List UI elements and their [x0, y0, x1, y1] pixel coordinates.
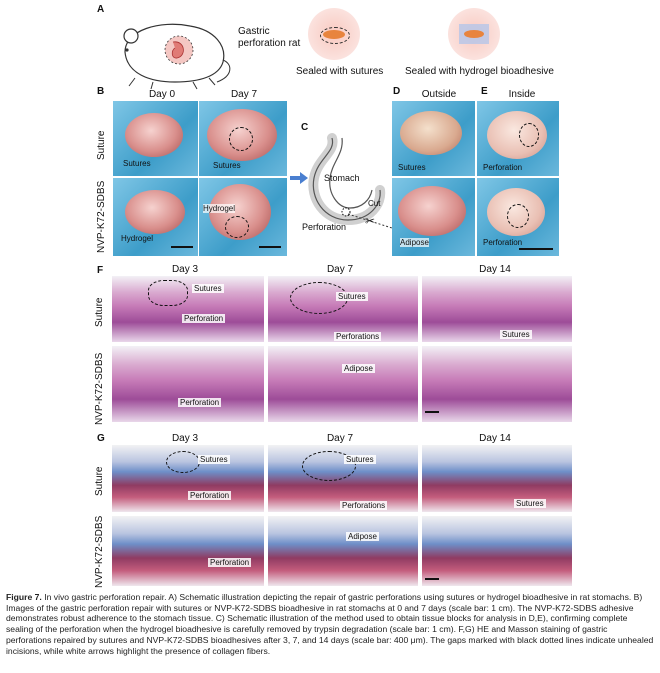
- panel-b-row-hydrogel: NVP-K72-SDBS: [96, 180, 107, 253]
- tag-f6: Perforation: [178, 398, 222, 407]
- histology-f-suture-day14: Sutures: [422, 276, 572, 342]
- tag-b3: Hydrogel: [121, 234, 154, 243]
- panel-b-row-suture: Suture: [96, 130, 107, 160]
- photo-b-hydrogel-day7: Hydrogel: [199, 178, 287, 256]
- tag-b1: Sutures: [123, 159, 151, 168]
- photo-b-suture-day7: Sutures: [199, 101, 287, 176]
- panel-g-day14: Day 14: [479, 433, 511, 444]
- panel-g-day3: Day 3: [171, 433, 199, 444]
- histology-f-suture-day3: Sutures Perforation: [112, 276, 264, 342]
- tag-f3: Sutures: [336, 292, 368, 301]
- sutures-schematic-label: Sealed with sutures: [296, 66, 384, 77]
- histology-g-hydrogel-day3: Perforation: [112, 516, 264, 586]
- panel-g-letter: G: [97, 433, 105, 444]
- scissors-icon: ✂: [365, 214, 376, 228]
- panel-g-row-suture: Suture: [94, 466, 105, 496]
- panel-b-letter: B: [97, 86, 105, 97]
- tag-f1: Sutures: [192, 284, 224, 293]
- panel-c-perforation: Perforation: [302, 222, 347, 232]
- tag-f4: Perforations: [334, 332, 382, 341]
- panel-f-day3: Day 3: [171, 264, 199, 275]
- caption-text: In vivo gastric perforation repair. A) S…: [6, 592, 654, 656]
- histology-g-hydrogel-day7: Adipose: [268, 516, 418, 586]
- tag-g7: Adipose: [346, 532, 379, 541]
- rat-label: Gastric perforation rat: [238, 26, 301, 49]
- panel-g-row-hydrogel: NVP-K72-SDBS: [94, 515, 105, 588]
- rat-illustration: [105, 12, 235, 90]
- tag-d2: Adipose: [400, 238, 429, 247]
- panel-f-day14: Day 14: [479, 264, 511, 275]
- panel-b-day0: Day 0: [148, 89, 176, 100]
- histology-g-suture-day7: Sutures Perforations: [268, 445, 418, 512]
- tag-f5: Sutures: [500, 330, 532, 339]
- photo-d-suture: Sutures: [392, 101, 475, 176]
- panel-b-day7: Day 7: [230, 89, 258, 100]
- tag-g3: Sutures: [344, 455, 376, 464]
- sutures-schematic: [308, 8, 360, 60]
- panel-c-stomach: Stomach: [324, 173, 360, 183]
- panel-e-title: Inside: [508, 89, 536, 100]
- tag-g6: Perforation: [208, 558, 252, 567]
- panel-f-day7: Day 7: [326, 264, 354, 275]
- photo-b-hydrogel-day0: Hydrogel: [113, 178, 198, 256]
- histology-g-suture-day14: Sutures: [422, 445, 572, 512]
- tag-f2: Perforation: [182, 314, 226, 323]
- tag-g2: Perforation: [188, 491, 232, 500]
- panel-f-row-hydrogel: NVP-K72-SDBS: [94, 352, 105, 425]
- histology-f-hydrogel-day14: [422, 346, 572, 422]
- figure-caption: Figure 7. In vivo gastric perforation re…: [6, 592, 654, 656]
- histology-f-hydrogel-day7: Adipose: [268, 346, 418, 422]
- panel-a-letter: A: [97, 4, 105, 15]
- tag-g4: Perforations: [340, 501, 388, 510]
- panel-e-letter: E: [481, 86, 488, 97]
- scalebar-f: [425, 411, 439, 413]
- scalebar-g: [425, 578, 439, 580]
- tag-d1: Sutures: [398, 163, 426, 172]
- photo-e-hydrogel: Perforation: [477, 178, 559, 256]
- panel-f-row-suture: Suture: [94, 297, 105, 327]
- panel-c-cut: Cut: [368, 199, 381, 208]
- panel-g-day7: Day 7: [326, 433, 354, 444]
- tag-b4: Hydrogel: [203, 204, 236, 213]
- panel-f-letter: F: [97, 265, 104, 276]
- photo-e-suture: Perforation: [477, 101, 559, 176]
- tag-g5: Sutures: [514, 499, 546, 508]
- histology-f-hydrogel-day3: Perforation: [112, 346, 264, 422]
- hydrogel-schematic-label: Sealed with hydrogel bioadhesive: [405, 66, 554, 77]
- histology-f-suture-day7: Sutures Perforations: [268, 276, 418, 342]
- panel-d-letter: D: [393, 86, 401, 97]
- tag-e2: Perforation: [483, 238, 523, 247]
- stomach-schematic: [288, 132, 393, 242]
- caption-label: Figure 7.: [6, 592, 42, 602]
- histology-g-hydrogel-day14: [422, 516, 572, 586]
- tag-g1: Sutures: [198, 455, 230, 464]
- tag-b2: Sutures: [213, 161, 241, 170]
- tag-e1: Perforation: [483, 163, 523, 172]
- hydrogel-schematic: [448, 8, 500, 60]
- photo-b-suture-day0: Sutures: [113, 101, 198, 176]
- panel-d-title: Outside: [421, 89, 457, 100]
- photo-d-hydrogel: Adipose: [392, 178, 475, 256]
- tag-f7: Adipose: [342, 364, 375, 373]
- panel-c-letter: C: [301, 122, 309, 133]
- histology-g-suture-day3: Sutures Perforation: [112, 445, 264, 512]
